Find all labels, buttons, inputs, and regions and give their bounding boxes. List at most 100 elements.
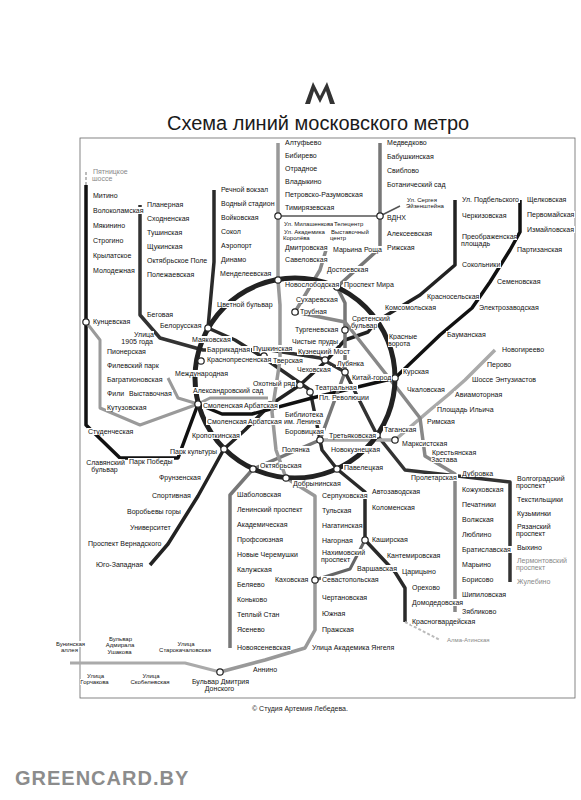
station-name: Полежаевская — [146, 271, 195, 278]
map-title-text: Схема линий московского метро — [167, 112, 469, 134]
station-name: Красносельская — [426, 293, 480, 300]
station-label: Тульская — [321, 507, 352, 514]
station-label: Полежаевская — [146, 271, 195, 278]
station-name: Павелецкая — [343, 464, 384, 471]
station-name: Профсоюзная — [236, 536, 284, 543]
metro-line — [85, 172, 87, 185]
station-label: Пражская — [321, 626, 355, 633]
station-name: Академическая — [236, 521, 288, 528]
station-name: Перово — [486, 361, 512, 368]
station-name: Измайловская — [526, 226, 575, 233]
station-label: Семеновская — [496, 278, 541, 285]
station-name: Чкаловская — [406, 386, 446, 393]
station-label: Ул. Академика Королёва — [283, 229, 328, 242]
interchange-marker — [334, 466, 340, 472]
station-name: Марьино — [461, 561, 492, 568]
station-name: Домодедовская — [411, 599, 464, 606]
station-name: Зябликово — [461, 608, 497, 615]
station-label: Арбатская — [243, 402, 279, 409]
station-label: Преображенская площадь — [461, 233, 517, 248]
station-name: Курская — [402, 368, 430, 375]
station-name: ВДНХ — [386, 214, 407, 221]
station-label: Медведково — [386, 139, 428, 146]
watermark: GREENCARD.BY — [14, 768, 190, 789]
station-label: Дубровка — [461, 470, 494, 477]
station-name: Университет — [129, 524, 172, 531]
station-name: Чеховская — [296, 366, 332, 373]
station-name: Ул. Милашенкова — [283, 221, 334, 227]
station-name: Лермонтовский проспект — [516, 557, 567, 571]
station-name: Сокольники — [461, 261, 501, 268]
station-label: Варшавская — [356, 565, 398, 572]
station-label: Ул. Сергея Эйзенштейна — [406, 197, 451, 210]
station-name: Арбатская — [247, 418, 283, 425]
station-label: Улица 1905 года — [118, 331, 154, 346]
station-name: Черкизовская — [461, 212, 508, 219]
station-label: Ясенево — [236, 626, 266, 633]
station-name: Кропоткинская — [191, 432, 241, 439]
station-name: Таганская — [383, 426, 417, 433]
station-name: Шоссе Энтузиастов — [471, 376, 537, 383]
station-label: Лермонтовский проспект — [516, 557, 571, 572]
station-label: Парк Победы — [128, 458, 174, 465]
station-label: Нагорная — [321, 537, 354, 544]
station-label: Сретенский бульвар — [351, 315, 391, 330]
station-label: Домодедовская — [411, 599, 464, 606]
station-name: Ленинский проспект — [236, 506, 304, 513]
station-name: Бульвар Адмирала Ушакова — [106, 636, 135, 655]
station-label: Алексеевская — [386, 230, 433, 237]
station-name: Новокузнецкая — [330, 446, 381, 453]
station-name: Петровско-Разумовская — [284, 191, 364, 198]
station-label: Юго-Западная — [95, 561, 144, 568]
station-label: Смоленская — [202, 402, 244, 409]
station-label: Севастопольская — [321, 576, 380, 583]
interchange-marker — [221, 446, 227, 452]
station-label: Воробьевы горы — [126, 508, 182, 515]
station-name: Кутузовская — [106, 404, 147, 411]
interchange-marker — [283, 475, 289, 481]
interchange-marker — [322, 357, 328, 363]
station-label: Коньково — [236, 596, 268, 603]
station-label: Петровско-Разумовская — [284, 191, 364, 198]
station-name: Улица Горчакова — [80, 673, 109, 685]
station-label: Волоколамская — [92, 207, 145, 214]
station-label: Пионерская — [106, 348, 147, 355]
station-label: Черкизовская — [461, 212, 508, 219]
station-name: Сухаревская — [295, 296, 339, 303]
station-name: Фрунзенская — [158, 474, 202, 481]
station-label: Марьина Роща — [332, 246, 383, 253]
station-label: Бульвар Адмирала Ушакова — [100, 636, 140, 655]
station-name: Люблино — [461, 531, 492, 538]
station-name: Ул. Сергея Эйзенштейна — [406, 197, 445, 209]
station-name: Славянский бульвар — [85, 459, 125, 473]
station-label: Водный стадион — [220, 200, 276, 207]
station-label: Владыкино — [284, 178, 323, 185]
station-label: Библиотека им. Ленина — [284, 411, 329, 426]
interchange-marker — [392, 437, 398, 443]
station-name: Ул. Академика Королёва — [283, 229, 325, 241]
station-name: Октябрьская — [259, 462, 303, 469]
station-name: Нагорная — [321, 537, 354, 544]
station-label: Текстильщики — [516, 496, 564, 503]
station-label: Рязанский проспект — [516, 523, 571, 538]
interchange-marker — [362, 537, 368, 543]
station-name: Беляево — [236, 581, 266, 588]
station-label: Ул. Подбельского — [461, 196, 520, 203]
station-name: Южная — [321, 610, 346, 617]
station-label: Пл. Революции — [318, 394, 370, 401]
station-name: Аннино — [252, 666, 278, 673]
interchange-marker — [198, 358, 204, 364]
station-label: Шипиловская — [461, 591, 507, 598]
interchange-marker — [342, 327, 348, 333]
station-label: Бабушкинская — [386, 153, 435, 160]
station-label: Боровицкая — [284, 428, 325, 435]
metro-line — [150, 200, 455, 565]
station-label: Авиамоторная — [454, 391, 503, 398]
station-label: Международная — [174, 370, 229, 377]
station-label: Кунцевская — [92, 318, 131, 325]
metro-line — [70, 663, 220, 672]
station-name: Борисово — [461, 576, 494, 583]
station-label: Строгино — [92, 237, 124, 244]
station-label: Мякинино — [92, 222, 126, 229]
station-label: Чеховская — [296, 366, 332, 373]
